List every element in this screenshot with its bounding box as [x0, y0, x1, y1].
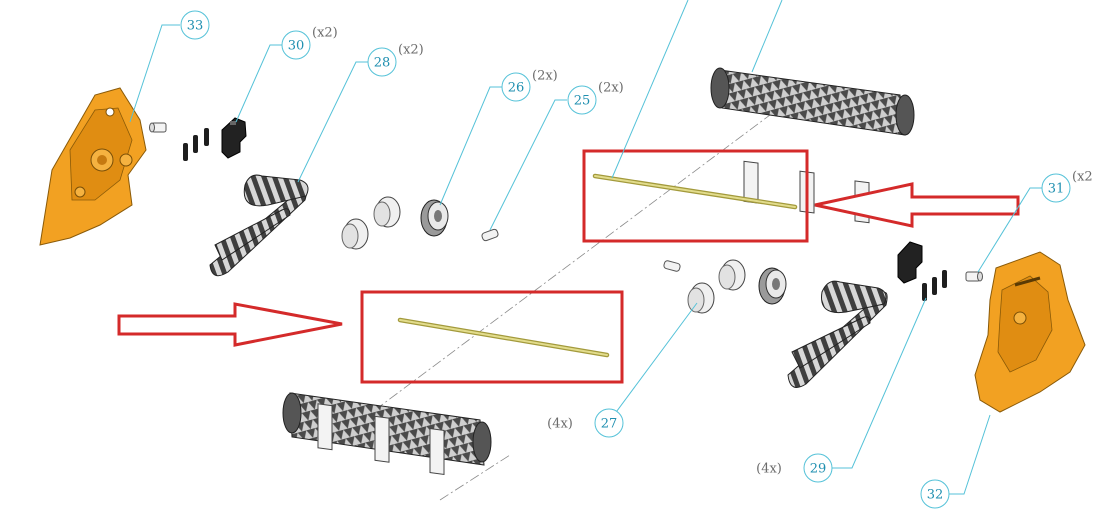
bearing-right-a	[687, 282, 715, 314]
bearing-right-b	[718, 259, 746, 291]
bearing-left-b	[373, 196, 401, 228]
callout-28: 28 (x2)	[367, 43, 424, 77]
callout-number: 32	[927, 488, 944, 503]
bearing-left-a	[341, 218, 369, 250]
callout-27: 27 (4x)	[547, 408, 624, 438]
quantity-label: (x2)	[312, 26, 338, 41]
quantity-label: (2x)	[532, 69, 558, 84]
arrow-left-pointing	[814, 182, 1020, 228]
callout-33: 33	[180, 10, 210, 40]
callout-26: 26 (2x)	[501, 69, 558, 102]
callout-circle	[1041, 173, 1071, 203]
left-track-belt	[209, 174, 309, 277]
assembly-axis-line	[374, 99, 791, 411]
pins-right	[922, 270, 947, 301]
quantity-label: (x2	[1072, 170, 1093, 185]
callout-number: 26	[508, 81, 525, 96]
callout-circle	[180, 10, 210, 40]
brush-roller-upper	[710, 67, 915, 224]
callout-circle	[501, 72, 531, 102]
highlight-box-lower-shaft	[360, 290, 624, 384]
highlight-box-upper-shaft	[582, 149, 809, 243]
callout-circle	[594, 408, 624, 438]
callout-25: 25 (2x)	[567, 81, 624, 115]
pins-left	[183, 128, 209, 161]
black-clip-left	[221, 117, 247, 159]
assembly-axis-line	[439, 454, 511, 501]
callout-number: 30	[288, 39, 305, 54]
quantity-label: (2x)	[598, 81, 624, 96]
callout-32: 32	[920, 479, 950, 509]
quantity-label: (x2)	[398, 43, 424, 58]
callout-29: 29 (4x)	[756, 453, 833, 483]
right-side-housing	[974, 251, 1086, 413]
callout-circle	[281, 30, 311, 60]
small-bushing-left	[149, 122, 167, 133]
callout-30: 30 (x2)	[281, 26, 338, 60]
callout-circle	[567, 85, 597, 115]
brush-roller-lower	[282, 392, 492, 476]
callout-number: 31	[1048, 182, 1065, 197]
callout-number: 33	[187, 19, 204, 34]
callout-31: 31 (x2	[1041, 170, 1093, 203]
callout-circle	[803, 453, 833, 483]
black-clip-right	[897, 241, 923, 284]
left-side-housing	[39, 87, 147, 246]
callout-number: 25	[574, 94, 591, 109]
right-track-belt	[787, 280, 888, 388]
quantity-label: (4x)	[756, 462, 782, 477]
drive-gear-right	[758, 267, 787, 305]
callout-circle	[920, 479, 950, 509]
quantity-label: (4x)	[547, 417, 573, 432]
axle-pin-right	[663, 260, 681, 272]
drive-gear-left	[420, 199, 449, 237]
callout-circle	[367, 47, 397, 77]
callout-number: 29	[810, 462, 827, 477]
axle-pin-left	[481, 228, 499, 242]
arrow-right-pointing	[117, 302, 343, 347]
callout-group: 33 30 (x2) 28 (x2) 26 (2x) 25 (2x) 31 (x2 27 (4x) 29 (…	[180, 10, 1093, 509]
small-bushing-right	[965, 271, 983, 282]
callout-number: 28	[374, 56, 391, 71]
shaft-lower	[397, 317, 610, 358]
shaft-upper	[592, 173, 798, 210]
callout-number: 27	[601, 417, 618, 432]
